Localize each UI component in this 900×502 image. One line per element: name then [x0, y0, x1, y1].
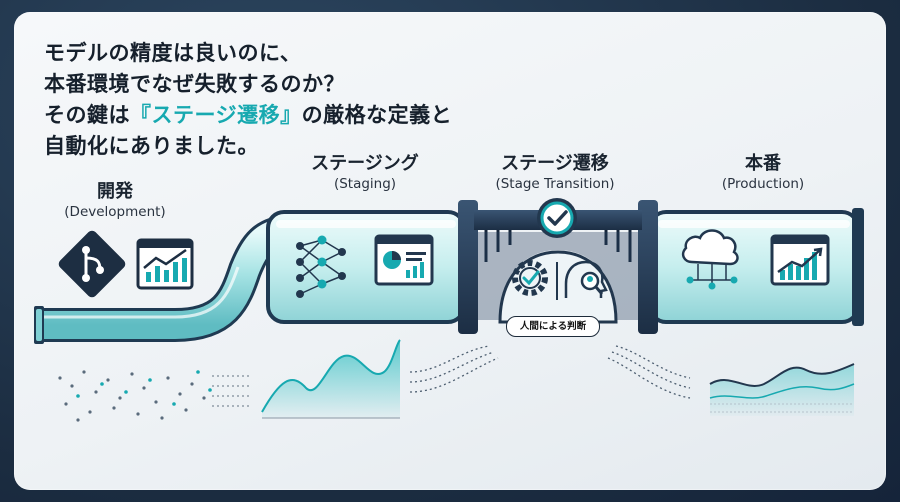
headline-line-4: 自動化にありました。 [44, 134, 259, 158]
production-line-chart [709, 363, 855, 416]
growth-chart-icon [770, 234, 830, 286]
headline-line-3-post: の厳格な定義と [301, 103, 453, 127]
headline-highlight: 『ステージ遷移』 [130, 103, 302, 127]
human-judgment-badge: 人間による判断 [506, 316, 600, 337]
stage-title: 開発 [97, 181, 133, 202]
headline-line-1: モデルの精度は良いのに、 [44, 41, 302, 65]
headline: モデルの精度は良いのに、 本番環境でなぜ失敗するのか？ その鍵は『ステージ遷移』… [44, 38, 452, 162]
flow-lines-2 [409, 345, 691, 399]
stage-subtitle: (Stage Transition) [495, 176, 615, 192]
staging-pipe [266, 210, 466, 324]
scatter-dots-accent [76, 370, 212, 406]
stage-title: ステージング [311, 153, 419, 174]
stage-label-transition: ステージ遷移 (Stage Transition) [480, 153, 630, 194]
dashboard-icon [374, 234, 434, 286]
flow-arrows-1 [212, 375, 252, 407]
stage-subtitle: (Production) [721, 176, 805, 192]
scatter-dots-dev [58, 370, 206, 422]
stage-label-staging: ステージング (Staging) [290, 153, 440, 194]
neural-network-icon [296, 235, 346, 298]
git-icon [58, 230, 126, 298]
stage-subtitle: (Staging) [333, 176, 397, 192]
human-review-icon [564, 260, 608, 298]
stage-title: 本番 [745, 153, 781, 174]
stage-subtitle: (Development) [64, 204, 166, 220]
line-chart-icon [136, 238, 194, 290]
stage-title: ステージ遷移 [501, 153, 609, 174]
headline-line-3-pre: その鍵は [44, 103, 130, 127]
stage-label-production: 本番 (Production) [688, 153, 838, 194]
headline-line-3: その鍵は『ステージ遷移』の厳格な定義と [44, 100, 452, 131]
gear-check-icon [512, 260, 548, 296]
production-pipe [648, 208, 864, 326]
stage-label-development: 開発 (Development) [40, 181, 190, 222]
headline-line-2: 本番環境でなぜ失敗するのか？ [44, 72, 345, 96]
staging-area-chart [261, 339, 401, 419]
cloud-network-icon [681, 229, 739, 290]
